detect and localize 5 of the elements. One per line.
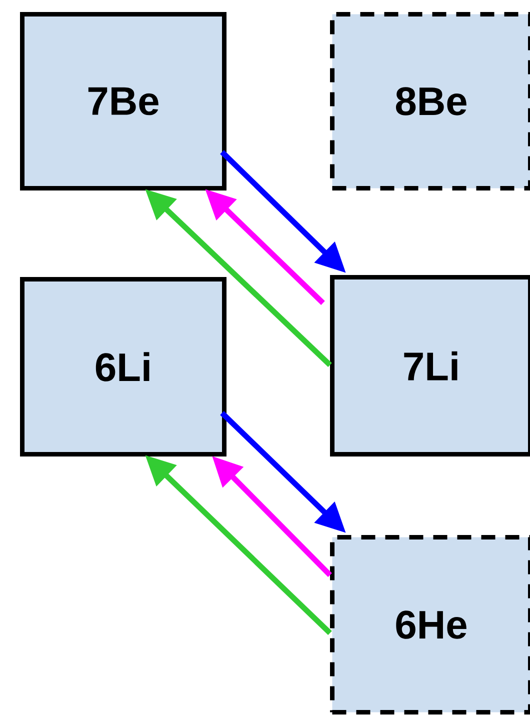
nuclide-box: 7Li [330,275,530,456]
nuclide-box: 7Be [20,12,226,190]
nuclide-box: 6Li [20,277,226,456]
nuclide-box: 8Be [330,12,530,190]
nuclide-box: 6He [330,535,530,714]
